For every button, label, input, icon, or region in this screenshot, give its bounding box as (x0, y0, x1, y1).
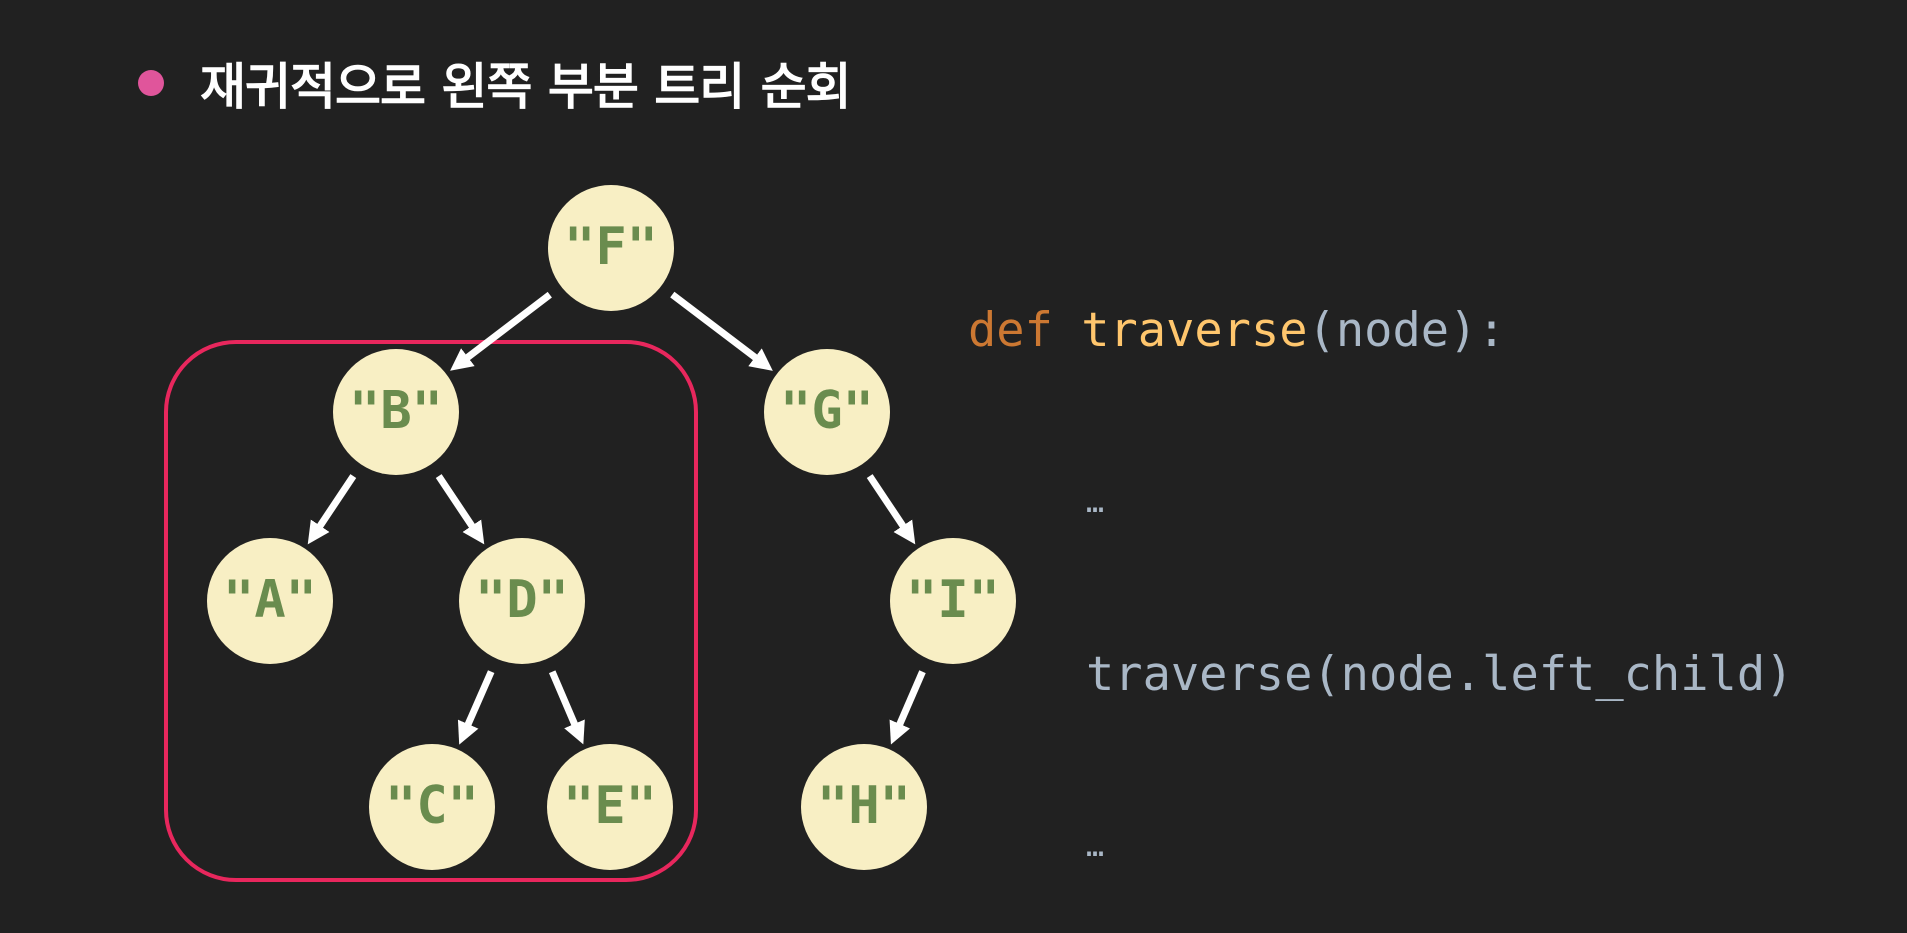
tree-node-circle (890, 538, 1016, 664)
tree-node-label: "E" (563, 776, 657, 836)
tree-node-label: "G" (780, 381, 874, 441)
edge-arrow-f-b (450, 291, 552, 371)
tree-node-circle (764, 349, 890, 475)
tree-node-circle (369, 744, 495, 870)
code-snippet: def traverse(node): … traverse(node.left… (968, 190, 1793, 933)
tree-node-h: "H" (801, 744, 927, 870)
tree-node-circle (801, 744, 927, 870)
tree-node-circle (207, 538, 333, 664)
tree-node-c: "C" (369, 744, 495, 870)
edge-arrow-d-e (548, 670, 585, 745)
tree-node-circle (547, 744, 673, 870)
tree-node-label: "H" (817, 776, 911, 836)
tree-node-g: "G" (764, 349, 890, 475)
tree-node-label: "C" (385, 776, 479, 836)
left-subtree-highlight-box (164, 340, 698, 882)
tree-node-b: "B" (333, 349, 459, 475)
edge-arrow-b-d (435, 474, 485, 545)
edge-arrow-i-h (889, 670, 926, 745)
slide-heading: 재귀적으로 왼쪽 부분 트리 순회 (138, 48, 852, 118)
code-line-4: … (1086, 829, 1105, 864)
tree-node-label: "A" (223, 570, 317, 630)
heading-text: 재귀적으로 왼쪽 부분 트리 순회 (200, 58, 852, 116)
edge-arrow-g-i (866, 474, 916, 545)
tree-node-f: "F" (548, 185, 674, 311)
tree-node-circle (459, 538, 585, 664)
binary-tree-diagram: "F" "B" "G" "A" "D" "I" "C" "E" "H" (164, 185, 1016, 882)
tree-node-i: "I" (890, 538, 1016, 664)
tree-node-label: "D" (475, 570, 569, 630)
tree-node-a: "A" (207, 538, 333, 664)
bullet-icon (138, 70, 164, 96)
edge-arrow-d-c (457, 670, 495, 745)
code-line-1: def traverse(node): (968, 300, 1793, 362)
tree-node-circle (548, 185, 674, 311)
code-line-2: … (1086, 485, 1105, 520)
tree-edges (307, 291, 926, 745)
tree-node-label: "B" (349, 381, 443, 441)
tree-nodes: "F" "B" "G" "A" "D" "I" "C" "E" "H" (207, 185, 1016, 870)
tree-node-e: "E" (547, 744, 673, 870)
code-function-name: traverse (1081, 303, 1308, 358)
code-signature-rest: (node): (1307, 303, 1506, 358)
tree-node-label: "I" (906, 570, 1000, 630)
tree-node-circle (333, 349, 459, 475)
tree-node-d: "D" (459, 538, 585, 664)
code-keyword-def: def (968, 303, 1053, 358)
code-line-3: traverse(node.left_child) (1086, 647, 1794, 702)
edge-arrow-f-g (670, 291, 773, 371)
edge-arrow-b-a (307, 474, 357, 545)
tree-node-label: "F" (564, 217, 658, 277)
